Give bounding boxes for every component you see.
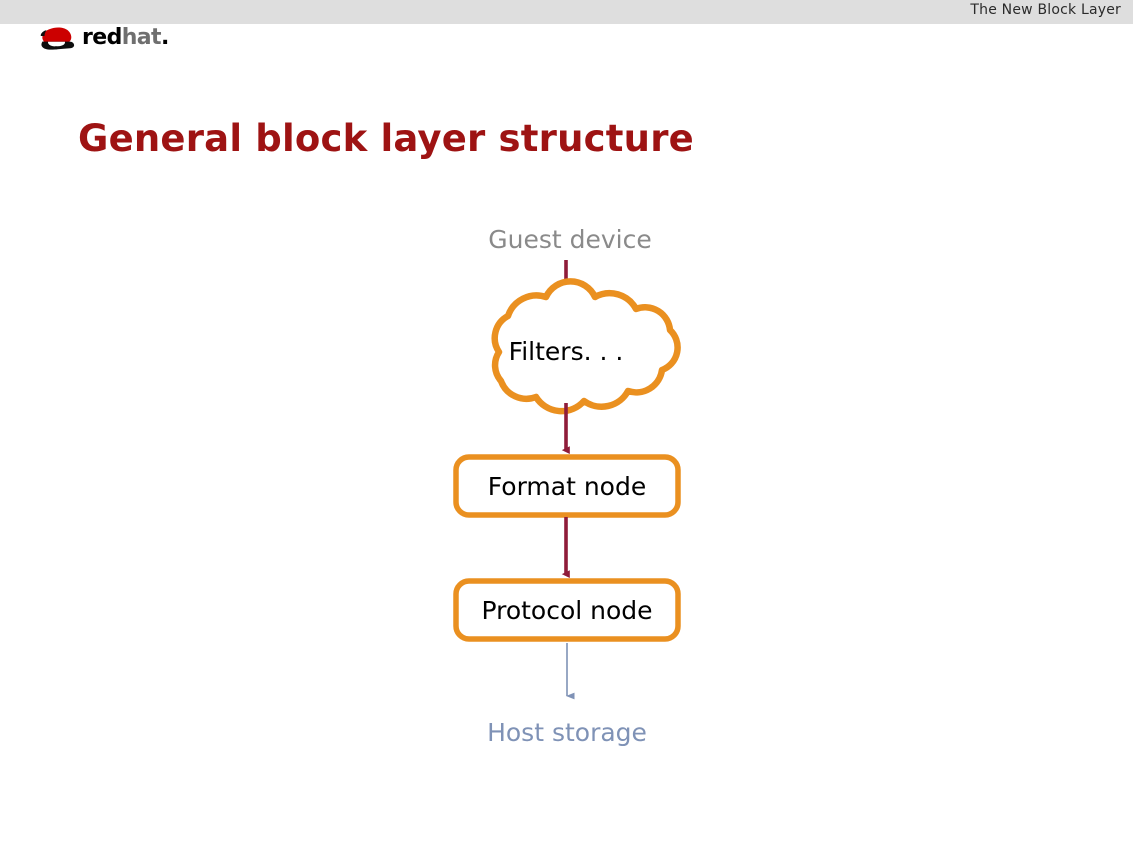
node-protocol: Protocol node bbox=[453, 578, 681, 642]
node-label-guest-device: Guest device bbox=[488, 225, 652, 254]
logo-word-dot: . bbox=[160, 25, 169, 50]
logo-word-red: red bbox=[82, 25, 122, 50]
node-label-host-storage: Host storage bbox=[487, 718, 647, 747]
page-title: General block layer structure bbox=[78, 116, 694, 160]
redhat-logo: redhat. bbox=[34, 24, 194, 54]
node-filters-cloud: Filters. . . bbox=[491, 278, 681, 415]
header-bar bbox=[0, 0, 1133, 24]
node-format: Format node bbox=[453, 454, 681, 518]
node-label-filters: Filters. . . bbox=[509, 337, 624, 366]
node-label-protocol: Protocol node bbox=[481, 596, 652, 625]
logo-word-hat: hat bbox=[121, 25, 162, 50]
slide-header-title: The New Block Layer bbox=[970, 2, 1121, 18]
node-label-format: Format node bbox=[488, 472, 646, 501]
redhat-wordmark: redhat. bbox=[82, 26, 169, 50]
block-layer-diagram: Guest device Filters. . . Format node Pr… bbox=[400, 205, 740, 765]
redhat-shadowman-icon bbox=[40, 27, 75, 50]
